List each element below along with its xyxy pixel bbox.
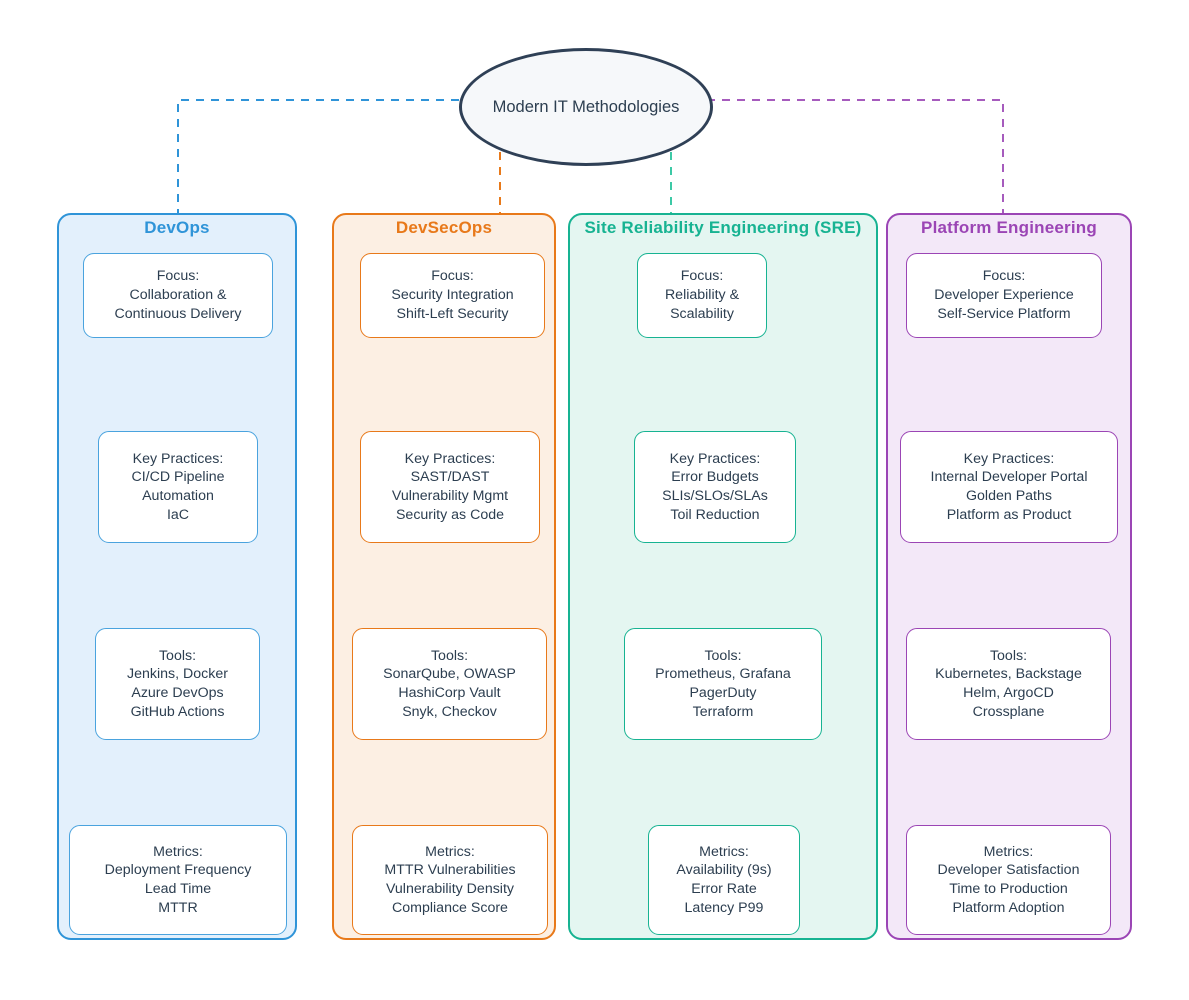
card-platform-focus-text: Focus: Developer Experience Self-Service… — [934, 268, 1074, 322]
card-devsecops-tools[interactable]: Tools: SonarQube, OWASP HashiCorp Vault … — [352, 628, 547, 740]
card-devsecops-key-practices-text: Key Practices: SAST/DAST Vulnerability M… — [391, 450, 509, 523]
card-devsecops-focus-text: Focus: Security Integration Shift-Left S… — [391, 268, 514, 322]
card-platform-metrics-text: Metrics: Developer Satisfaction Time to … — [937, 843, 1080, 916]
card-sre-key-practices-text: Key Practices: Error Budgets SLIs/SLOs/S… — [662, 450, 768, 523]
card-platform-focus[interactable]: Focus: Developer Experience Self-Service… — [906, 253, 1102, 338]
card-sre-tools-text: Tools: Prometheus, Grafana PagerDuty Ter… — [655, 647, 791, 720]
pillar-title-platform-engineering: Platform Engineering — [921, 218, 1097, 237]
card-devops-tools-text: Tools: Jenkins, Docker Azure DevOps GitH… — [127, 647, 228, 720]
card-platform-tools-text: Tools: Kubernetes, Backstage Helm, ArgoC… — [935, 647, 1082, 720]
card-sre-focus[interactable]: Focus: Reliability & Scalability — [637, 253, 767, 338]
pillar-title-sre: Site Reliability Engineering (SRE) — [584, 218, 862, 237]
root-to-devops-connector — [177, 99, 459, 216]
pillar-title-devops: DevOps — [144, 218, 210, 237]
card-platform-tools[interactable]: Tools: Kubernetes, Backstage Helm, ArgoC… — [906, 628, 1111, 740]
root-node-label: Modern IT Methodologies — [492, 97, 680, 116]
card-sre-metrics-text: Metrics: Availability (9s) Error Rate La… — [676, 843, 772, 916]
card-devops-tools[interactable]: Tools: Jenkins, Docker Azure DevOps GitH… — [95, 628, 260, 740]
card-sre-tools[interactable]: Tools: Prometheus, Grafana PagerDuty Ter… — [624, 628, 822, 740]
card-platform-key-practices-text: Key Practices: Internal Developer Portal… — [930, 450, 1088, 523]
card-devops-focus-text: Focus: Collaboration & Continuous Delive… — [114, 268, 242, 322]
card-sre-key-practices[interactable]: Key Practices: Error Budgets SLIs/SLOs/S… — [634, 431, 796, 543]
card-devops-focus[interactable]: Focus: Collaboration & Continuous Delive… — [83, 253, 273, 338]
root-to-platform-connector — [707, 99, 1004, 216]
card-devsecops-metrics[interactable]: Metrics: MTTR Vulnerabilities Vulnerabil… — [352, 825, 548, 935]
card-sre-focus-text: Focus: Reliability & Scalability — [664, 268, 740, 322]
card-devsecops-key-practices[interactable]: Key Practices: SAST/DAST Vulnerability M… — [360, 431, 540, 543]
card-devops-key-practices[interactable]: Key Practices: CI/CD Pipeline Automation… — [98, 431, 258, 543]
card-devsecops-tools-text: Tools: SonarQube, OWASP HashiCorp Vault … — [383, 647, 516, 720]
root-node-modern-it-methodologies[interactable]: Modern IT Methodologies — [459, 48, 713, 166]
card-devops-key-practices-text: Key Practices: CI/CD Pipeline Automation… — [131, 450, 225, 523]
card-devsecops-metrics-text: Metrics: MTTR Vulnerabilities Vulnerabil… — [384, 843, 516, 916]
card-platform-metrics[interactable]: Metrics: Developer Satisfaction Time to … — [906, 825, 1111, 935]
card-devsecops-focus[interactable]: Focus: Security Integration Shift-Left S… — [360, 253, 545, 338]
card-devops-metrics-text: Metrics: Deployment Frequency Lead Time … — [104, 843, 252, 916]
card-sre-metrics[interactable]: Metrics: Availability (9s) Error Rate La… — [648, 825, 800, 935]
card-devops-metrics[interactable]: Metrics: Deployment Frequency Lead Time … — [69, 825, 287, 935]
pillar-title-devsecops: DevSecOps — [395, 218, 493, 237]
card-platform-key-practices[interactable]: Key Practices: Internal Developer Portal… — [900, 431, 1118, 543]
